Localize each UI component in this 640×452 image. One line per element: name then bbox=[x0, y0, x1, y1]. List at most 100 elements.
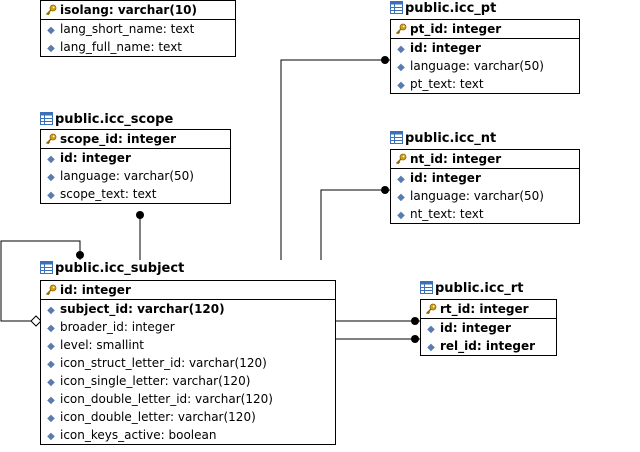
column-diamond-icon: ◆ bbox=[47, 395, 55, 406]
column-type: varchar(120) bbox=[172, 374, 251, 388]
column-row[interactable]: ◆id: integer bbox=[391, 169, 579, 187]
column-row[interactable]: ◆language: varchar(50) bbox=[391, 57, 579, 75]
column-row[interactable]: ◆scope_text: text bbox=[41, 185, 230, 203]
separator: : bbox=[72, 283, 82, 297]
column-type: text bbox=[132, 187, 157, 201]
separator: : bbox=[476, 339, 486, 353]
column-name: id bbox=[410, 171, 423, 185]
column-type: text bbox=[158, 40, 182, 54]
column-row[interactable]: ◆icon_double_letter_id: varchar(120) bbox=[41, 390, 335, 408]
column-type: varchar(50) bbox=[473, 59, 544, 73]
table-nt[interactable]: nt_id: integer◆id: integer◆language: var… bbox=[390, 149, 580, 224]
table-lang[interactable]: isolang: varchar(10)◆lang_short_name: te… bbox=[40, 0, 236, 57]
primary-key-section: nt_id: integer bbox=[391, 150, 579, 169]
column-row[interactable]: ◆icon_single_letter: varchar(120) bbox=[41, 372, 335, 390]
column-type: integer bbox=[451, 152, 502, 166]
column-name: rt_id bbox=[440, 302, 471, 316]
column-name: rel_id bbox=[440, 339, 477, 353]
table-scope[interactable]: scope_id: integer◆id: integer◆language: … bbox=[40, 129, 231, 204]
column-name: nt_id bbox=[410, 152, 443, 166]
link-end-dot bbox=[411, 335, 419, 343]
pk-row[interactable]: nt_id: integer bbox=[391, 150, 579, 168]
column-row[interactable]: ◆broader_id: integer bbox=[41, 318, 335, 336]
column-name: subject_id bbox=[60, 302, 129, 316]
separator: : bbox=[181, 356, 189, 370]
column-row[interactable]: ◆id: integer bbox=[421, 319, 556, 337]
column-type: varchar(50) bbox=[123, 169, 194, 183]
column-type: varchar(120) bbox=[188, 356, 267, 370]
table-title-text: public.icc_subject bbox=[55, 261, 185, 276]
column-type: boolean bbox=[168, 428, 217, 442]
table-title[interactable]: public.icc_scope bbox=[40, 111, 173, 129]
column-type: integer bbox=[431, 171, 481, 185]
table-title[interactable]: public.icc_nt bbox=[390, 130, 496, 148]
column-diamond-icon: ◆ bbox=[397, 174, 405, 185]
separator: : bbox=[422, 41, 432, 55]
column-row[interactable]: ◆id: integer bbox=[391, 39, 579, 57]
column-row[interactable]: ◆level: smallint bbox=[41, 336, 335, 354]
column-row[interactable]: ◆icon_keys_active: boolean bbox=[41, 426, 335, 444]
column-row[interactable]: ◆subject_id: varchar(120) bbox=[41, 300, 335, 318]
table-rt[interactable]: rt_id: integer ◆ id: integer ◆rel_id: integ… bbox=[420, 299, 557, 356]
separator: : bbox=[72, 151, 82, 165]
column-name: icon_single_letter bbox=[60, 374, 165, 388]
column-type: integer bbox=[479, 302, 529, 316]
pk-row[interactable]: scope_id: integer bbox=[41, 130, 230, 148]
column-type: text bbox=[170, 22, 195, 36]
column-name: language bbox=[60, 169, 116, 183]
column-row[interactable]: ◆nt_text: text bbox=[391, 205, 579, 223]
link-pt-subject bbox=[280, 59, 390, 260]
column-row[interactable]: ◆lang_short_name: text bbox=[41, 20, 235, 38]
column-diamond-icon: ◆ bbox=[47, 190, 55, 201]
column-row[interactable]: ◆id: integer bbox=[41, 149, 230, 167]
column-row[interactable]: ◆language: varchar(50) bbox=[41, 167, 230, 185]
separator: : bbox=[162, 22, 171, 36]
pk-row[interactable]: pt_id: integer bbox=[391, 20, 579, 38]
column-type: varchar(10) bbox=[117, 3, 198, 17]
column-name: pt_text bbox=[410, 77, 453, 91]
column-type: integer bbox=[452, 22, 502, 36]
pk-row[interactable]: isolang: varchar(10) bbox=[41, 1, 235, 19]
column-diamond-icon: ◆ bbox=[47, 43, 55, 54]
pk-row[interactable]: rt_id: integer bbox=[421, 300, 556, 318]
column-diamond-icon: ◆ bbox=[47, 172, 55, 183]
table-title[interactable]: public.icc_rt bbox=[420, 280, 523, 298]
column-type: text bbox=[459, 207, 484, 221]
table-subject[interactable]: id: integer◆subject_id: varchar(120)◆bro… bbox=[40, 280, 336, 445]
column-row[interactable]: ◆language: varchar(50) bbox=[391, 187, 579, 205]
column-type: varchar(120) bbox=[137, 302, 225, 316]
column-row[interactable]: ◆lang_full_name: text bbox=[41, 38, 235, 56]
table-title[interactable]: public.icc_subject bbox=[40, 260, 184, 278]
separator: : bbox=[452, 77, 460, 91]
column-row[interactable]: ◆pt_text: text bbox=[391, 75, 579, 93]
separator: : bbox=[124, 187, 133, 201]
table-title[interactable]: public.icc_pt bbox=[390, 0, 496, 18]
link-end-dot bbox=[411, 317, 419, 325]
link-subject-self bbox=[0, 240, 81, 322]
key-icon bbox=[426, 303, 437, 315]
pk-row[interactable]: id: integer bbox=[41, 281, 335, 299]
column-name: id bbox=[440, 321, 453, 335]
column-type: integer bbox=[461, 321, 511, 335]
column-row[interactable]: ◆icon_struct_letter_id: varchar(120) bbox=[41, 354, 335, 372]
column-row[interactable]: ◆icon_double_letter: varchar(120) bbox=[41, 408, 335, 426]
column-type: varchar(120) bbox=[195, 392, 273, 406]
table-pt[interactable]: pt_id: integer◆id: integer◆language: var… bbox=[390, 19, 580, 94]
table-icon bbox=[420, 281, 433, 294]
separator: : bbox=[443, 22, 453, 36]
column-type: integer bbox=[131, 320, 175, 334]
column-type: integer bbox=[431, 41, 481, 55]
column-name: lang_full_name bbox=[60, 40, 151, 54]
key-icon bbox=[396, 153, 407, 165]
column-name: id bbox=[60, 151, 73, 165]
separator: : bbox=[170, 410, 178, 424]
separator: : bbox=[128, 302, 138, 316]
column-name: id bbox=[60, 283, 73, 297]
columns-section: ◆subject_id: varchar(120)◆broader_id: in… bbox=[41, 300, 335, 444]
primary-key-section: pt_id: integer bbox=[391, 20, 579, 39]
column-diamond-icon: ◆ bbox=[427, 324, 435, 335]
column-row[interactable]: ◆rel_id: integer bbox=[421, 337, 556, 355]
column-name: broader_id bbox=[60, 320, 124, 334]
primary-key-section: rt_id: integer bbox=[421, 300, 556, 319]
